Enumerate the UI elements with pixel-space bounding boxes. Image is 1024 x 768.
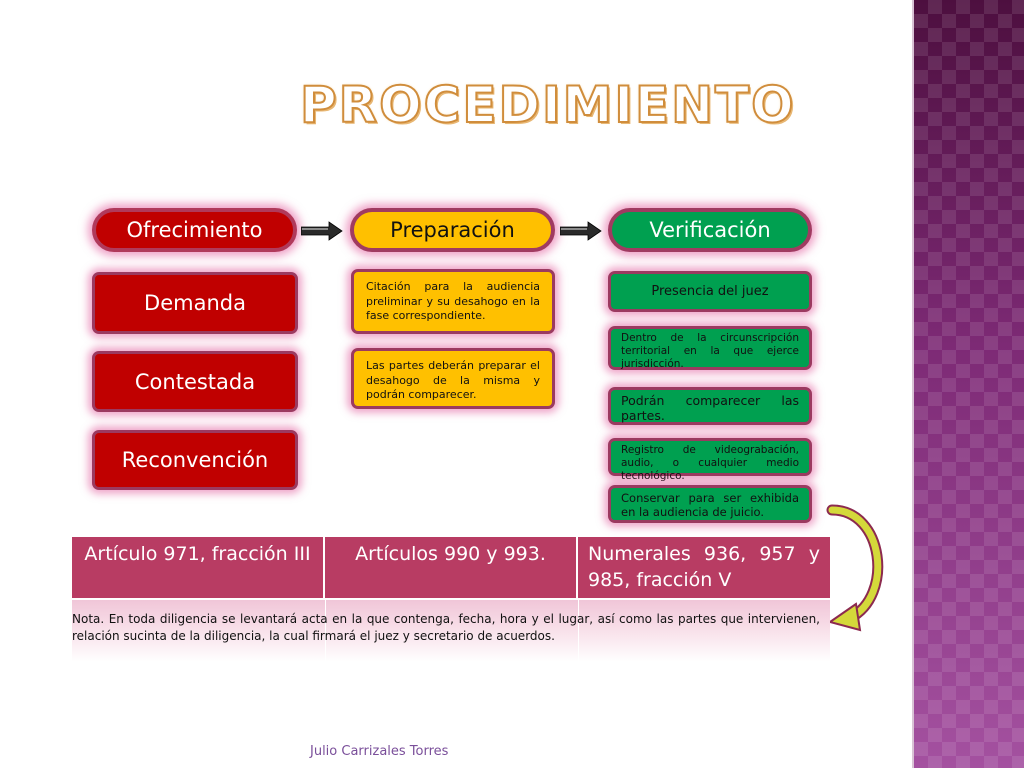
item-comparecer-partes: Podrán comparecer las partes. [608,387,812,425]
item-presencia-juez: Presencia del juez [608,271,812,312]
slide-title: PROCEDIMIENTO [299,75,796,135]
stage-preparacion: Preparación [350,208,555,252]
item-conservar-exhibida: Conservar para ser exhibida en la audien… [608,485,812,523]
arrow-right-icon [301,221,343,241]
article-cell-ofrecimiento: Artículo 971, fracción III [72,537,325,598]
stage-verificacion: Verificación [608,208,812,252]
column-divider [578,600,579,662]
arrow-right-icon [560,221,602,241]
stage-ofrecimiento: Ofrecimiento [92,208,297,252]
decorative-side-bar [912,0,1024,768]
item-citacion: Citación para la audiencia preliminar y … [351,269,555,334]
note-band [72,600,830,662]
item-reconvencion: Reconvención [92,430,298,490]
article-cell-verificacion: Numerales 936, 957 y 985, fracción V [578,537,830,598]
item-registro-videograbacion: Registro de videograbación, audio, o cua… [608,438,812,482]
item-circunscripcion: Dentro de la circunscripción territorial… [608,326,812,370]
item-demanda: Demanda [92,272,298,334]
note-text: Nota. En toda diligencia se levantará ac… [72,612,820,643]
footer-author: Julio Carrizales Torres [310,744,449,759]
item-preparar-desahogo: Las partes deberán preparar el desahogo … [351,348,555,409]
article-cell-preparacion: Artículos 990 y 993. [325,537,578,598]
curved-arrow-icon [826,504,884,632]
item-contestada: Contestada [92,351,298,412]
column-divider [325,600,326,662]
